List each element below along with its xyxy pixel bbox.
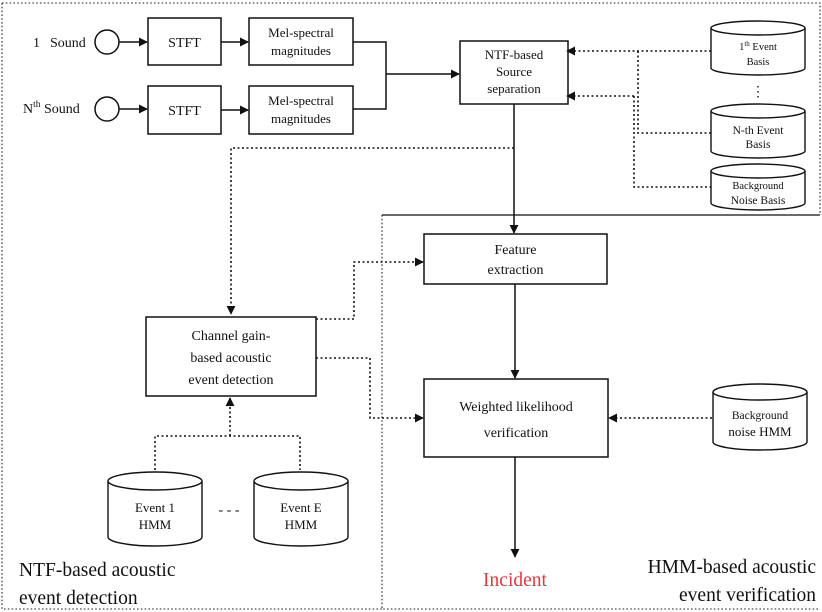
ntf-to-channel-gain-arrow	[226, 147, 514, 315]
feature-label-line1: Feature	[495, 243, 537, 258]
detection-region-label-line1: NTF-based acoustic	[19, 560, 176, 581]
first-basis-line1: 1th Event	[739, 40, 777, 53]
verification-region-border	[381, 214, 820, 610]
nth-basis-line1: N-th Event	[733, 125, 785, 137]
verification-region-label-line2: event verification	[679, 585, 816, 606]
channel-gain-line1: Channel gain-	[192, 329, 271, 344]
channel-gain-to-feature-arrow	[316, 257, 424, 320]
bg-basis-line1: Background	[732, 181, 784, 192]
mel-label-line2: magnitudes	[271, 43, 331, 58]
eventE-hmm-line1: Event E	[280, 500, 322, 515]
nth-sound-label: Nth Sound	[23, 100, 80, 117]
verification-region-label-line1: HMM-based acoustic	[648, 557, 817, 578]
ntf-label-line1: NTF-based	[485, 47, 544, 62]
stft-label: STFT	[168, 104, 201, 119]
first-basis-line2: Basis	[747, 57, 770, 68]
basis-connectors	[566, 46, 711, 188]
event-1-hmm-db: Event 1 HMM	[107, 471, 203, 547]
event1-hmm-line2: HMM	[139, 517, 172, 532]
mel-box-n: Mel-spectral magnitudes	[248, 85, 354, 135]
stft-box-n: STFT	[147, 85, 222, 135]
first-event-basis-db: 1th Event Basis	[710, 20, 806, 76]
event1-hmm-line1: Event 1	[135, 500, 175, 515]
channel-gain-line3: event detection	[188, 373, 273, 388]
first-sound-input: 1 Sound	[33, 29, 148, 55]
feature-extraction-box: Feature extraction	[423, 233, 608, 285]
incident-label: Incident	[483, 570, 547, 591]
nth-sound-input: Nth Sound	[23, 96, 148, 122]
microphone-icon	[94, 96, 120, 122]
mel-label-line1: Mel-spectral	[268, 25, 334, 40]
stft-label: STFT	[168, 36, 201, 51]
mel-merge-line	[353, 41, 387, 110]
event-hmm-ellipsis: - - -	[219, 503, 240, 518]
event-hmm-bracket	[154, 435, 301, 470]
nth-event-basis-db: N-th Event Basis	[710, 103, 806, 159]
channel-gain-to-verification-arrow	[316, 357, 424, 423]
first-sound-label: Sound	[50, 36, 86, 51]
feature-label-line2: extraction	[488, 263, 544, 278]
background-noise-hmm-db: Background noise HMM	[712, 383, 808, 451]
eventE-hmm-line2: HMM	[285, 517, 318, 532]
verification-line2: verification	[484, 426, 549, 441]
ntf-label-line3: separation	[487, 81, 541, 96]
bg-basis-line2: Noise Basis	[731, 195, 786, 207]
bg-hmm-line1: Background	[732, 410, 788, 422]
background-noise-basis-db: Background Noise Basis	[710, 163, 806, 211]
ntf-label-line2: Source	[496, 64, 532, 79]
event-e-hmm-db: Event E HMM	[253, 471, 349, 547]
ntf-source-separation-box: NTF-based Source separation	[459, 40, 569, 105]
basis-ellipsis: ⋮	[751, 85, 765, 100]
channel-gain-line2: based acoustic	[190, 351, 271, 366]
weighted-likelihood-verification-box: Weighted likelihood verification	[423, 378, 609, 458]
mel-box-1: Mel-spectral magnitudes	[248, 17, 354, 66]
microphone-icon	[94, 29, 120, 55]
mel-label-line1: Mel-spectral	[268, 93, 334, 108]
stft-box-1: STFT	[147, 17, 222, 66]
channel-gain-detection-box: Channel gain- based acoustic event detec…	[145, 316, 317, 397]
mel-label-line2: magnitudes	[271, 111, 331, 126]
first-sound-number: 1	[33, 36, 40, 51]
detection-region-label-line2: event detection	[19, 588, 138, 609]
verification-line1: Weighted likelihood	[459, 400, 573, 415]
bg-hmm-line2: noise HMM	[728, 424, 792, 439]
nth-basis-line2: Basis	[746, 139, 771, 151]
